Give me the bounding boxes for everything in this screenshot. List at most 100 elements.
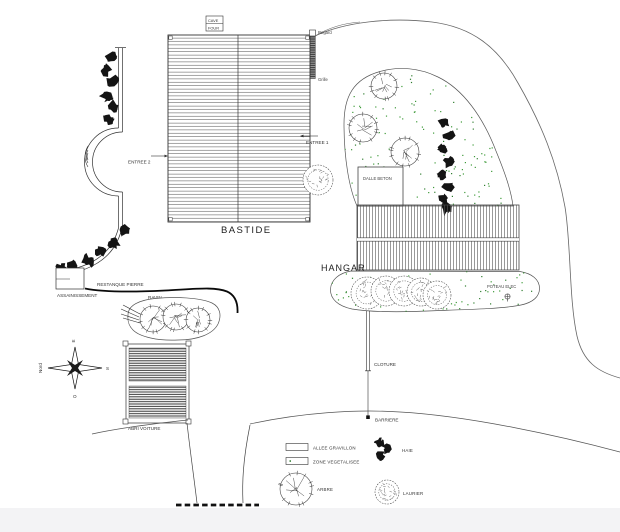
- vegetation-dot: [452, 203, 454, 205]
- vegetation-dot: [487, 291, 489, 293]
- vegetation-dot: [375, 117, 378, 119]
- vegetation-dot: [413, 104, 415, 106]
- vegetation-dot: [365, 165, 367, 168]
- regard-label: Regard: [318, 30, 332, 35]
- vegetation-dot: [451, 173, 453, 175]
- hedge-clump: [440, 119, 446, 128]
- hedge-clump: [445, 130, 453, 140]
- ravin-trees: [138, 301, 213, 335]
- vegetation-dot: [505, 279, 507, 281]
- vegetation-dot: [345, 273, 347, 275]
- vegetation-dot: [511, 86, 513, 89]
- vegetation-dot: [453, 168, 455, 170]
- restanque-pierre-wall: [84, 287, 239, 314]
- vegetation-dot: [353, 96, 355, 98]
- vegetation-dot: [507, 77, 509, 79]
- vegetation-dot: [458, 81, 460, 83]
- vegetation-dot: [451, 126, 453, 128]
- laurel-symbol: [422, 280, 452, 310]
- vegetation-dot: [436, 71, 438, 73]
- hedge-clump: [107, 239, 117, 249]
- vegetation-dot: [372, 70, 374, 72]
- vegetation-dot: [493, 291, 495, 293]
- vegetation-dot: [484, 184, 486, 186]
- vegetation-dot: [521, 282, 523, 284]
- vegetation-dot: [537, 277, 539, 279]
- dalle-beton: DALLE BETON: [357, 166, 404, 207]
- vegetation-dot: [460, 121, 462, 123]
- vegetation-dot: [411, 103, 413, 105]
- vegetation-dot: [443, 154, 445, 156]
- laurier-symbol: [374, 479, 400, 505]
- vegetation-dot: [414, 111, 416, 113]
- vegetation-dot: [481, 153, 483, 155]
- vegetation-dot: [488, 185, 490, 187]
- vegetation-dot: [459, 308, 461, 310]
- tree-symbol: [183, 305, 213, 335]
- entree2-label: ENTREE 2: [128, 160, 151, 165]
- hedge-clump: [111, 104, 118, 111]
- vegetation-dot: [466, 90, 468, 92]
- vegetation-dot: [354, 144, 357, 146]
- vegetation-dot: [485, 290, 487, 292]
- vegetation-dot: [461, 169, 463, 171]
- hedge-clump: [438, 195, 448, 202]
- vegetation-dot: [359, 143, 361, 145]
- allee-gravillon-swatch: [285, 443, 309, 451]
- tree-symbol: [388, 135, 422, 169]
- hedge-clump: [444, 182, 453, 191]
- vegetation-dot: [492, 78, 494, 80]
- vegetation-dot: [493, 284, 495, 286]
- vegetation-dot: [505, 72, 507, 74]
- vegetation-dot: [416, 196, 418, 198]
- vegetation-dot: [491, 170, 493, 172]
- poteau-elec-label: POTEAU ELEC: [487, 284, 516, 289]
- vegetation-dot: [463, 78, 466, 80]
- vegetation-dot: [483, 75, 485, 77]
- vegetation-dot: [456, 71, 459, 73]
- vegetation-dot: [503, 153, 505, 155]
- bastide-building: [167, 34, 311, 223]
- ravin-terraces: [120, 304, 141, 324]
- vegetation-dot: [474, 106, 476, 108]
- vegetation-dot: [487, 108, 490, 110]
- hedge-clump: [103, 65, 111, 72]
- vegetation-dot: [447, 313, 448, 314]
- vegetation-dot: [348, 296, 350, 298]
- vegetation-dot: [401, 85, 403, 88]
- vegetation-dot: [434, 110, 436, 112]
- vegetation-dot: [409, 78, 412, 80]
- vegetation-dot: [503, 91, 505, 93]
- legend-zone-vegetalisee-label: ZONE VEGETALISEE: [313, 460, 360, 465]
- vegetation-dot: [462, 173, 464, 175]
- vegetation-dot: [351, 149, 353, 151]
- legend-arbre-label: ARBRE: [317, 487, 333, 492]
- vegetation-dot: [473, 156, 476, 158]
- legend-laurier-label: LAURIER: [403, 491, 423, 496]
- vegetation-dot: [455, 301, 457, 304]
- hedge-clump: [85, 257, 94, 268]
- cave-four-box: CAVE FOUR: [205, 15, 224, 32]
- page-bottom-band: [0, 508, 620, 532]
- barriere-label: BARRIERE: [375, 418, 399, 423]
- poteau-elec-symbol: [504, 293, 511, 302]
- vegetation-dot: [490, 303, 492, 305]
- vegetation-dot: [332, 303, 334, 305]
- vegetation-dot: [522, 311, 524, 312]
- hedge-clump: [444, 156, 455, 164]
- vegetation-dot: [454, 304, 456, 306]
- vegetation-dot: [479, 298, 481, 300]
- vegetation-dot: [383, 98, 385, 100]
- vegetation-dot: [377, 163, 379, 165]
- compass-east-label: E: [71, 339, 76, 342]
- vegetation-dot: [509, 141, 511, 143]
- vegetation-dot: [470, 164, 472, 166]
- vegetation-dot: [462, 154, 464, 156]
- assainissement-label: ASSAINISSEMENT: [57, 293, 98, 298]
- vegetation-dot: [382, 108, 384, 110]
- abri-voiture-structure: [122, 340, 192, 425]
- vegetation-dot: [445, 85, 447, 87]
- vegetation-dot: [535, 275, 537, 278]
- vegetation-dot: [467, 304, 469, 306]
- vegetation-dot: [402, 118, 404, 120]
